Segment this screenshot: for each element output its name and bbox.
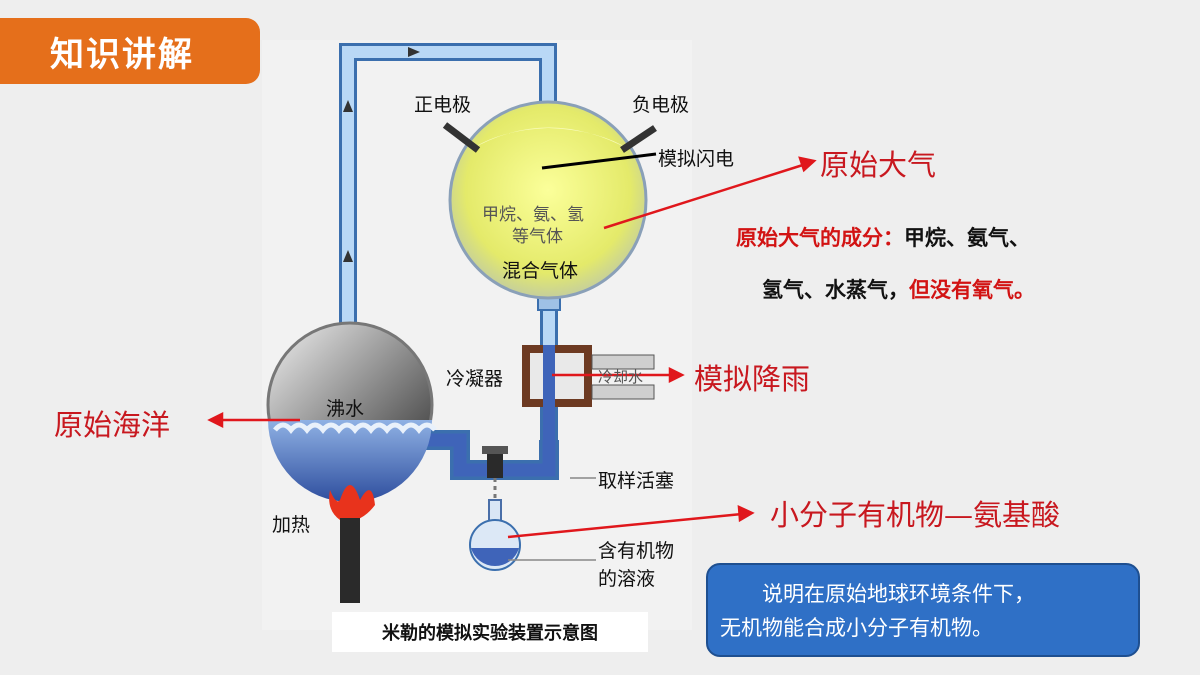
- cooling-water-label: 冷却水: [598, 368, 644, 386]
- sampling-valve: [487, 450, 503, 478]
- composition-line-2: 氢气、水蒸气，但没有氧气。: [762, 274, 1035, 304]
- primitive-ocean-label: 原始海洋: [54, 408, 171, 442]
- cooling-pipe-out: [591, 384, 655, 400]
- composition-items-1: 甲烷、氨气、: [904, 225, 1030, 250]
- flame-icon: [329, 485, 375, 521]
- boiling-water: [268, 420, 432, 502]
- composition-line-1: 原始大气的成分：甲烷、氨气、: [736, 222, 1030, 252]
- u-tube-water: [420, 433, 556, 477]
- solution-label-2: 的溶液: [598, 568, 656, 590]
- composition-items-2: 氢气、水蒸气，: [762, 277, 909, 302]
- flow-arrow-icon: [343, 250, 353, 262]
- conclusion-box: 说明在原始地球环境条件下， 无机物能合成小分子有机物。: [706, 563, 1140, 657]
- mixed-gas-label: 混合气体: [502, 260, 579, 282]
- arrowhead-icon: [207, 411, 224, 429]
- arrowhead-icon: [737, 504, 755, 523]
- amino-acid-label: 小分子有机物—氨基酸: [770, 498, 1061, 532]
- collection-solution: [471, 548, 519, 566]
- gas-composition-label-2: 等气体: [512, 227, 563, 247]
- conclusion-line-2: 无机物能合成小分子有机物。: [720, 616, 993, 640]
- negative-electrode-label: 负电极: [632, 94, 690, 116]
- arrow-amino: [507, 512, 743, 539]
- no-oxygen-text: 但没有氧气。: [909, 277, 1035, 302]
- primitive-atmosphere-label: 原始大气: [820, 148, 937, 182]
- burner: [340, 518, 360, 603]
- sampling-valve-handle: [482, 446, 508, 454]
- flow-arrow-icon: [408, 47, 420, 57]
- return-tube: [342, 46, 554, 340]
- gas-sphere: [448, 100, 648, 300]
- conclusion-line-1: 说明在原始地球环境条件下，: [762, 582, 1035, 606]
- condenser-label: 冷凝器: [446, 368, 504, 390]
- diagram-caption: 米勒的模拟实验装置示意图: [332, 612, 648, 652]
- lightning-pointer: [541, 152, 657, 170]
- positive-electrode-label: 正电极: [414, 94, 472, 116]
- arrowhead-icon: [668, 366, 685, 384]
- arrowhead-icon: [798, 156, 817, 173]
- composition-label: 原始大气的成分：: [736, 225, 904, 250]
- flow-arrow-icon: [343, 100, 353, 112]
- sampling-valve-label: 取样活塞: [598, 470, 675, 492]
- simulated-rain-label: 模拟降雨: [694, 362, 811, 396]
- bubbles: [273, 422, 437, 434]
- gas-composition-label: 甲烷、氨、氢: [482, 205, 584, 225]
- negative-electrode: [620, 125, 657, 153]
- condenser-core: [543, 345, 555, 407]
- cooling-pipe-in: [591, 354, 655, 370]
- section-title-badge: 知识讲解: [0, 18, 260, 84]
- simulated-lightning-label: 模拟闪电: [658, 148, 735, 170]
- collection-flask-neck: [488, 499, 502, 523]
- heating-label: 加热: [272, 514, 311, 536]
- solution-label: 含有机物: [598, 540, 675, 562]
- arrow-atmosphere: [603, 162, 807, 230]
- positive-electrode: [442, 122, 481, 153]
- boiling-water-label: 沸水: [326, 398, 365, 420]
